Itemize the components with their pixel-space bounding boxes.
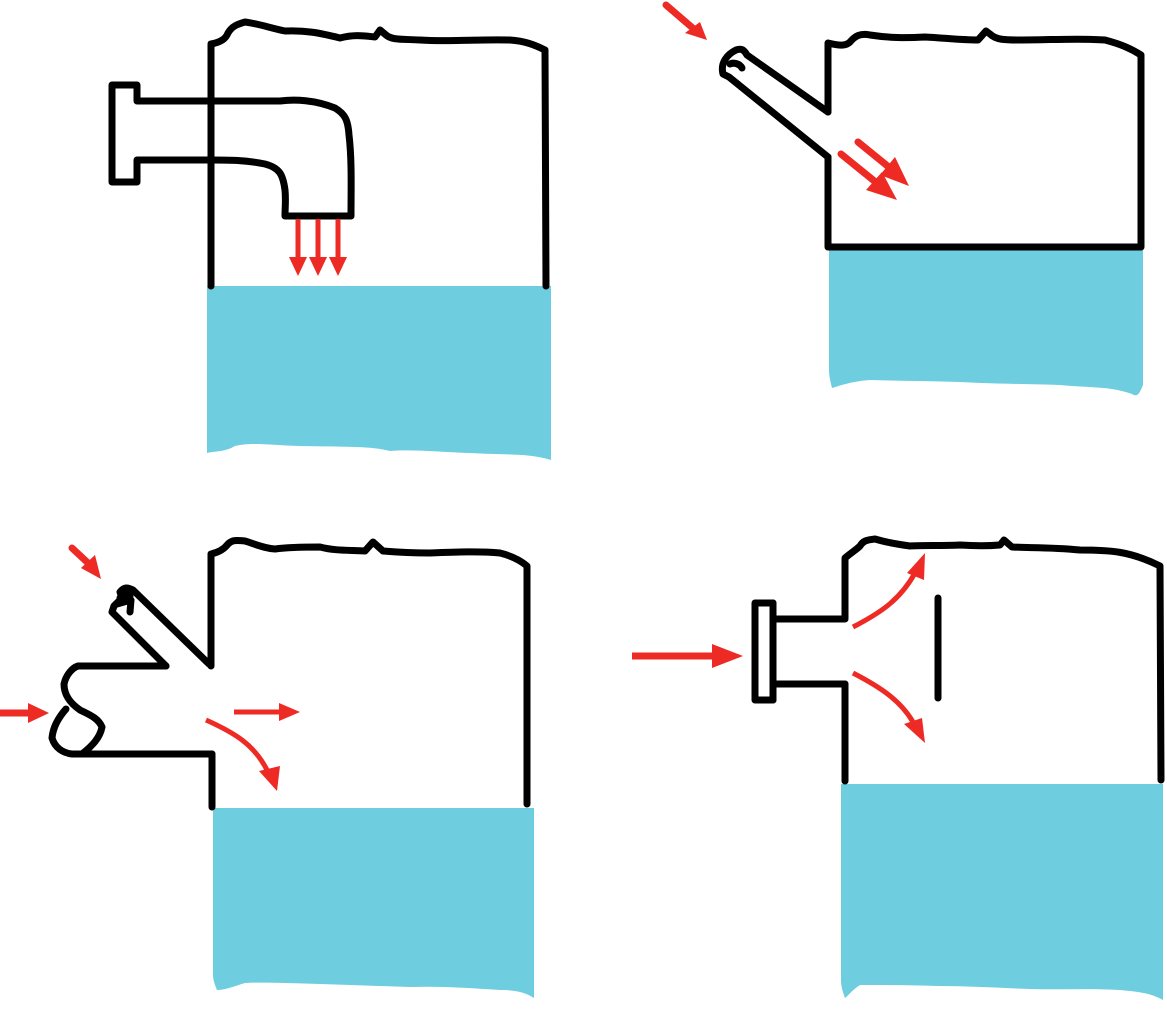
- panel-2-arrow-inside-1-head: [880, 157, 909, 186]
- panel-3-arrow-inside-curved-head: [259, 766, 280, 791]
- panel-1-flow-arrows: [289, 219, 347, 276]
- panel-1-arrow-1-head: [289, 257, 307, 276]
- panel-4-arrow-down: [851, 670, 916, 724]
- panel-1-elbow-pipe: [108, 81, 355, 220]
- panel-3-arrow-inside-curved: [204, 717, 271, 774]
- panel-3-side-pipe-mouth: [48, 705, 86, 758]
- panel-2-pipe-lip: [726, 59, 746, 72]
- panel-1-water: [207, 286, 551, 460]
- panel-4-arrow-down-head: [904, 718, 925, 743]
- panel-4-flanged-pipe: [751, 599, 849, 704]
- panel-4-flow-arrows: [632, 553, 925, 743]
- panel-3-tank-wall: [207, 536, 531, 808]
- panel-4-arrow-up-head: [907, 553, 925, 580]
- panel-4-arrow-inlet-head: [712, 644, 743, 668]
- panel-3-arrow-top-head: [81, 555, 101, 579]
- panel-2: [662, 1, 1145, 396]
- panel-2-tank-wall: [824, 27, 1145, 251]
- panel-1-arrow-2-head: [309, 257, 327, 276]
- panel-2-arrow-inside-2: [837, 150, 882, 188]
- panel-4-tank-wall: [841, 535, 1165, 784]
- panel-1-tank-wall: [207, 18, 550, 290]
- panel-3-flow-arrows: [0, 544, 300, 791]
- panel-2-arrow-outside-head: [685, 22, 707, 40]
- panel-2-arrow-inside-1: [854, 138, 894, 172]
- panel-1-arrow-3-head: [329, 257, 347, 276]
- panel-2-flow-arrows: [662, 1, 909, 200]
- panel-2-angled-pipe: [718, 45, 832, 161]
- panel-4: [632, 535, 1165, 1000]
- panel-3-side-pipe: [60, 662, 216, 758]
- panel-3-water: [213, 808, 534, 998]
- panel-1: [108, 18, 551, 460]
- panel-3-pipe-lip: [113, 591, 135, 616]
- panel-2-arrow-inside-2-head: [866, 172, 897, 200]
- panel-2-arrow-outside: [662, 1, 699, 34]
- panel-3-arrow-inside-straight-head: [279, 703, 300, 721]
- panel-4-arrow-up: [851, 571, 918, 630]
- panel-2-water: [829, 247, 1143, 396]
- panel-3-arrow-side-head: [28, 703, 49, 723]
- panel-3: [0, 536, 534, 998]
- panel-4-water: [841, 784, 1163, 1000]
- panel-3-arrow-top: [68, 544, 92, 567]
